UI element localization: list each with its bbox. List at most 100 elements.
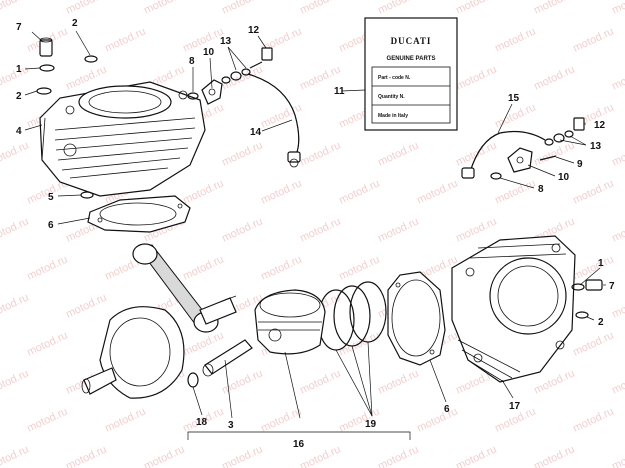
piston-pin [202, 339, 253, 377]
watermark-text: motod.ru [532, 63, 576, 92]
watermark-text: motod.ru [298, 0, 342, 17]
watermark-text: motod.ru [259, 405, 303, 434]
watermark-text: motod.ru [610, 0, 625, 17]
dowel-pin-top [39, 37, 53, 57]
watermark-text: motod.ru [376, 139, 420, 168]
watermark-text: motod.ru [103, 405, 147, 434]
watermark-text: motod.ru [610, 215, 625, 244]
watermark-text: motod.ru [220, 215, 264, 244]
circlip-18 [187, 372, 199, 388]
callout-2-left: 2 [16, 91, 22, 102]
callout-7-top: 7 [16, 22, 22, 33]
watermark-text: motod.ru [376, 215, 420, 244]
label-subtitle: GENUINE PARTS [387, 56, 436, 62]
callout-17: 17 [509, 401, 521, 412]
callout-2-top: 2 [72, 18, 78, 29]
callout-10-top: 10 [203, 47, 215, 58]
callout-13-right: 13 [590, 141, 602, 152]
watermark-text: motod.ru [532, 443, 576, 468]
watermark-text: motod.ru [571, 329, 615, 358]
piston [254, 289, 326, 355]
watermark-text: motod.ru [220, 139, 264, 168]
callout-11: 11 [334, 86, 345, 97]
callout-8-top: 8 [189, 56, 195, 67]
watermark-text: motod.ru [532, 139, 576, 168]
callouts: 7 2 1 2 4 5 6 8 10 13 12 14 11 15 12 13 … [16, 18, 615, 450]
oil-pipe-front [187, 47, 301, 168]
watermark-text: motod.ru [181, 329, 225, 358]
callout-15: 15 [508, 93, 520, 104]
watermark-text: motod.ru [337, 253, 381, 282]
watermark-text: motod.ru [610, 367, 625, 396]
dowel-pin-right [585, 279, 603, 291]
watermark-text: motod.ru [25, 253, 69, 282]
watermark-text: motod.ru [0, 291, 31, 320]
watermark-text: motod.ru [298, 443, 342, 468]
watermark-text: motod.ru [103, 25, 147, 54]
callout-12-top: 12 [248, 25, 260, 36]
leader-lines [24, 30, 606, 440]
watermark-text: motod.ru [571, 253, 615, 282]
watermark-text: motod.ru [259, 101, 303, 130]
watermark-text: motod.ru [376, 0, 420, 17]
genuine-parts-label: DUCATI GENUINE PARTS Part - code N. Quan… [364, 17, 458, 131]
watermark-text: motod.ru [571, 177, 615, 206]
watermark-text: motod.ru [0, 443, 31, 468]
watermark-text: motod.ru [610, 443, 625, 468]
callout-4: 4 [16, 126, 22, 137]
callout-13-top: 13 [220, 36, 232, 47]
watermark-text: motod.ru [415, 405, 459, 434]
callout-5: 5 [48, 192, 54, 203]
watermark-text: motod.ru [298, 139, 342, 168]
callout-6-left: 6 [48, 220, 54, 231]
watermark-text: motod.ru [181, 253, 225, 282]
base-gasket-bottom [387, 271, 446, 366]
watermark-text: motod.ru [376, 367, 420, 396]
watermark-text: motod.ru [0, 0, 31, 17]
watermark-text: motod.ru [0, 367, 31, 396]
watermark-text: motod.ru [220, 367, 264, 396]
watermark-text: motod.ru [337, 177, 381, 206]
watermark-text: motod.ru [298, 367, 342, 396]
piston-rings [317, 281, 387, 351]
watermark-text: motod.ru [64, 0, 108, 17]
rear-cylinder [451, 235, 576, 383]
watermark-text: motod.ru [610, 291, 625, 320]
base-gasket-left [87, 195, 191, 233]
watermark-text: motod.ru [220, 443, 264, 468]
watermark-text: motod.ru [142, 443, 186, 468]
crankshaft [81, 243, 237, 399]
callout-8-right: 8 [538, 184, 544, 195]
o-ring-1-right [571, 283, 585, 291]
oil-pipe-rear [461, 117, 585, 180]
watermark-text: motod.ru [571, 405, 615, 434]
callout-18: 18 [196, 417, 208, 428]
o-ring-2-top [84, 55, 98, 63]
o-ring-2-right [575, 311, 589, 319]
callout-14: 14 [250, 127, 262, 138]
callout-12-right: 12 [594, 120, 606, 131]
watermark-text: motod.ru [259, 253, 303, 282]
watermark-text: motod.ru [25, 329, 69, 358]
callout-1-top: 1 [16, 64, 22, 75]
watermark-text: motod.ru [454, 63, 498, 92]
watermark-text: motod.ru [610, 139, 625, 168]
watermark-text: motod.ru [532, 0, 576, 17]
label-row-made-in: Made in Italy [378, 113, 408, 119]
callout-9: 9 [577, 159, 583, 170]
watermark-text: motod.ru [64, 291, 108, 320]
front-cylinder [39, 81, 206, 197]
callout-6-bottom: 6 [444, 404, 450, 415]
watermark-text: motod.ru [0, 139, 31, 168]
watermark-text: motod.ru [610, 63, 625, 92]
watermark-text: motod.ru [454, 139, 498, 168]
callout-19: 19 [365, 419, 377, 430]
o-ring-5 [80, 191, 94, 199]
watermark-text: motod.ru [64, 443, 108, 468]
watermark-text: motod.ru [142, 0, 186, 17]
watermark-text: motod.ru [415, 177, 459, 206]
watermark-text: motod.ru [571, 25, 615, 54]
watermark-text: motod.ru [220, 0, 264, 17]
